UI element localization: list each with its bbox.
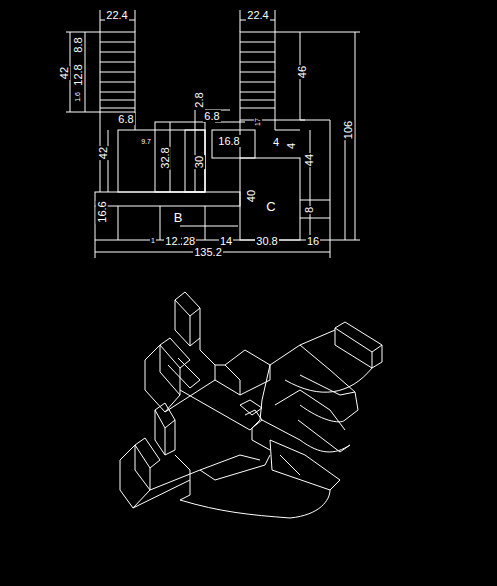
dimension-text: 16.6 — [96, 200, 108, 223]
comb-line — [240, 82, 275, 83]
dimension-text: 106 — [342, 120, 354, 140]
dimension-text: 42 — [58, 66, 70, 80]
comb-line — [100, 108, 135, 109]
comb-line — [240, 92, 275, 93]
comb-line — [100, 72, 135, 73]
dimension-text: 8.8 — [72, 36, 84, 53]
comb-line — [240, 42, 275, 43]
comb-line — [240, 108, 275, 109]
dimension-text: 32.8 — [159, 146, 171, 169]
dimension-text: 16.8 — [217, 135, 240, 147]
dimension-text: B — [173, 211, 184, 225]
dimension-text: 30 — [193, 155, 205, 169]
comb-line — [240, 62, 275, 63]
dimension-text: 6.8 — [203, 110, 220, 122]
dimension-text: 2.8 — [193, 91, 205, 108]
dimension-text: 22.4 — [105, 9, 128, 21]
dimension-text: 6.8 — [117, 113, 134, 125]
comb-line — [100, 62, 135, 63]
dimension-text: 30.8 — [255, 235, 278, 247]
comb-line — [100, 100, 135, 101]
comb-line — [100, 42, 135, 43]
dimension-text: 4 — [285, 142, 297, 150]
dimension-text: C — [265, 200, 276, 214]
comb-line — [100, 82, 135, 83]
dimension-text: 135.2 — [193, 246, 223, 258]
dimension-text: 40 — [245, 189, 257, 203]
dimension-text: 1 — [150, 237, 156, 245]
comb-line — [240, 100, 275, 101]
comb-line — [100, 92, 135, 93]
comb-line — [240, 52, 275, 53]
comb-line — [240, 72, 275, 73]
dimension-text: 8 — [303, 206, 315, 214]
dimension-text: 17 — [254, 117, 262, 127]
dimension-text: 42 — [97, 146, 109, 160]
dimension-text: 22.4 — [246, 9, 269, 21]
dimension-text: 1.6 — [74, 91, 82, 103]
dimension-text: 9.7 — [140, 138, 152, 146]
dimension-text: 44 — [303, 153, 315, 167]
dimension-text: 4 — [272, 136, 280, 148]
dimension-text: 16 — [306, 235, 320, 247]
dimension-text: 46 — [296, 65, 308, 79]
comb-line — [100, 52, 135, 53]
dimension-text: 12.8 — [72, 63, 84, 86]
